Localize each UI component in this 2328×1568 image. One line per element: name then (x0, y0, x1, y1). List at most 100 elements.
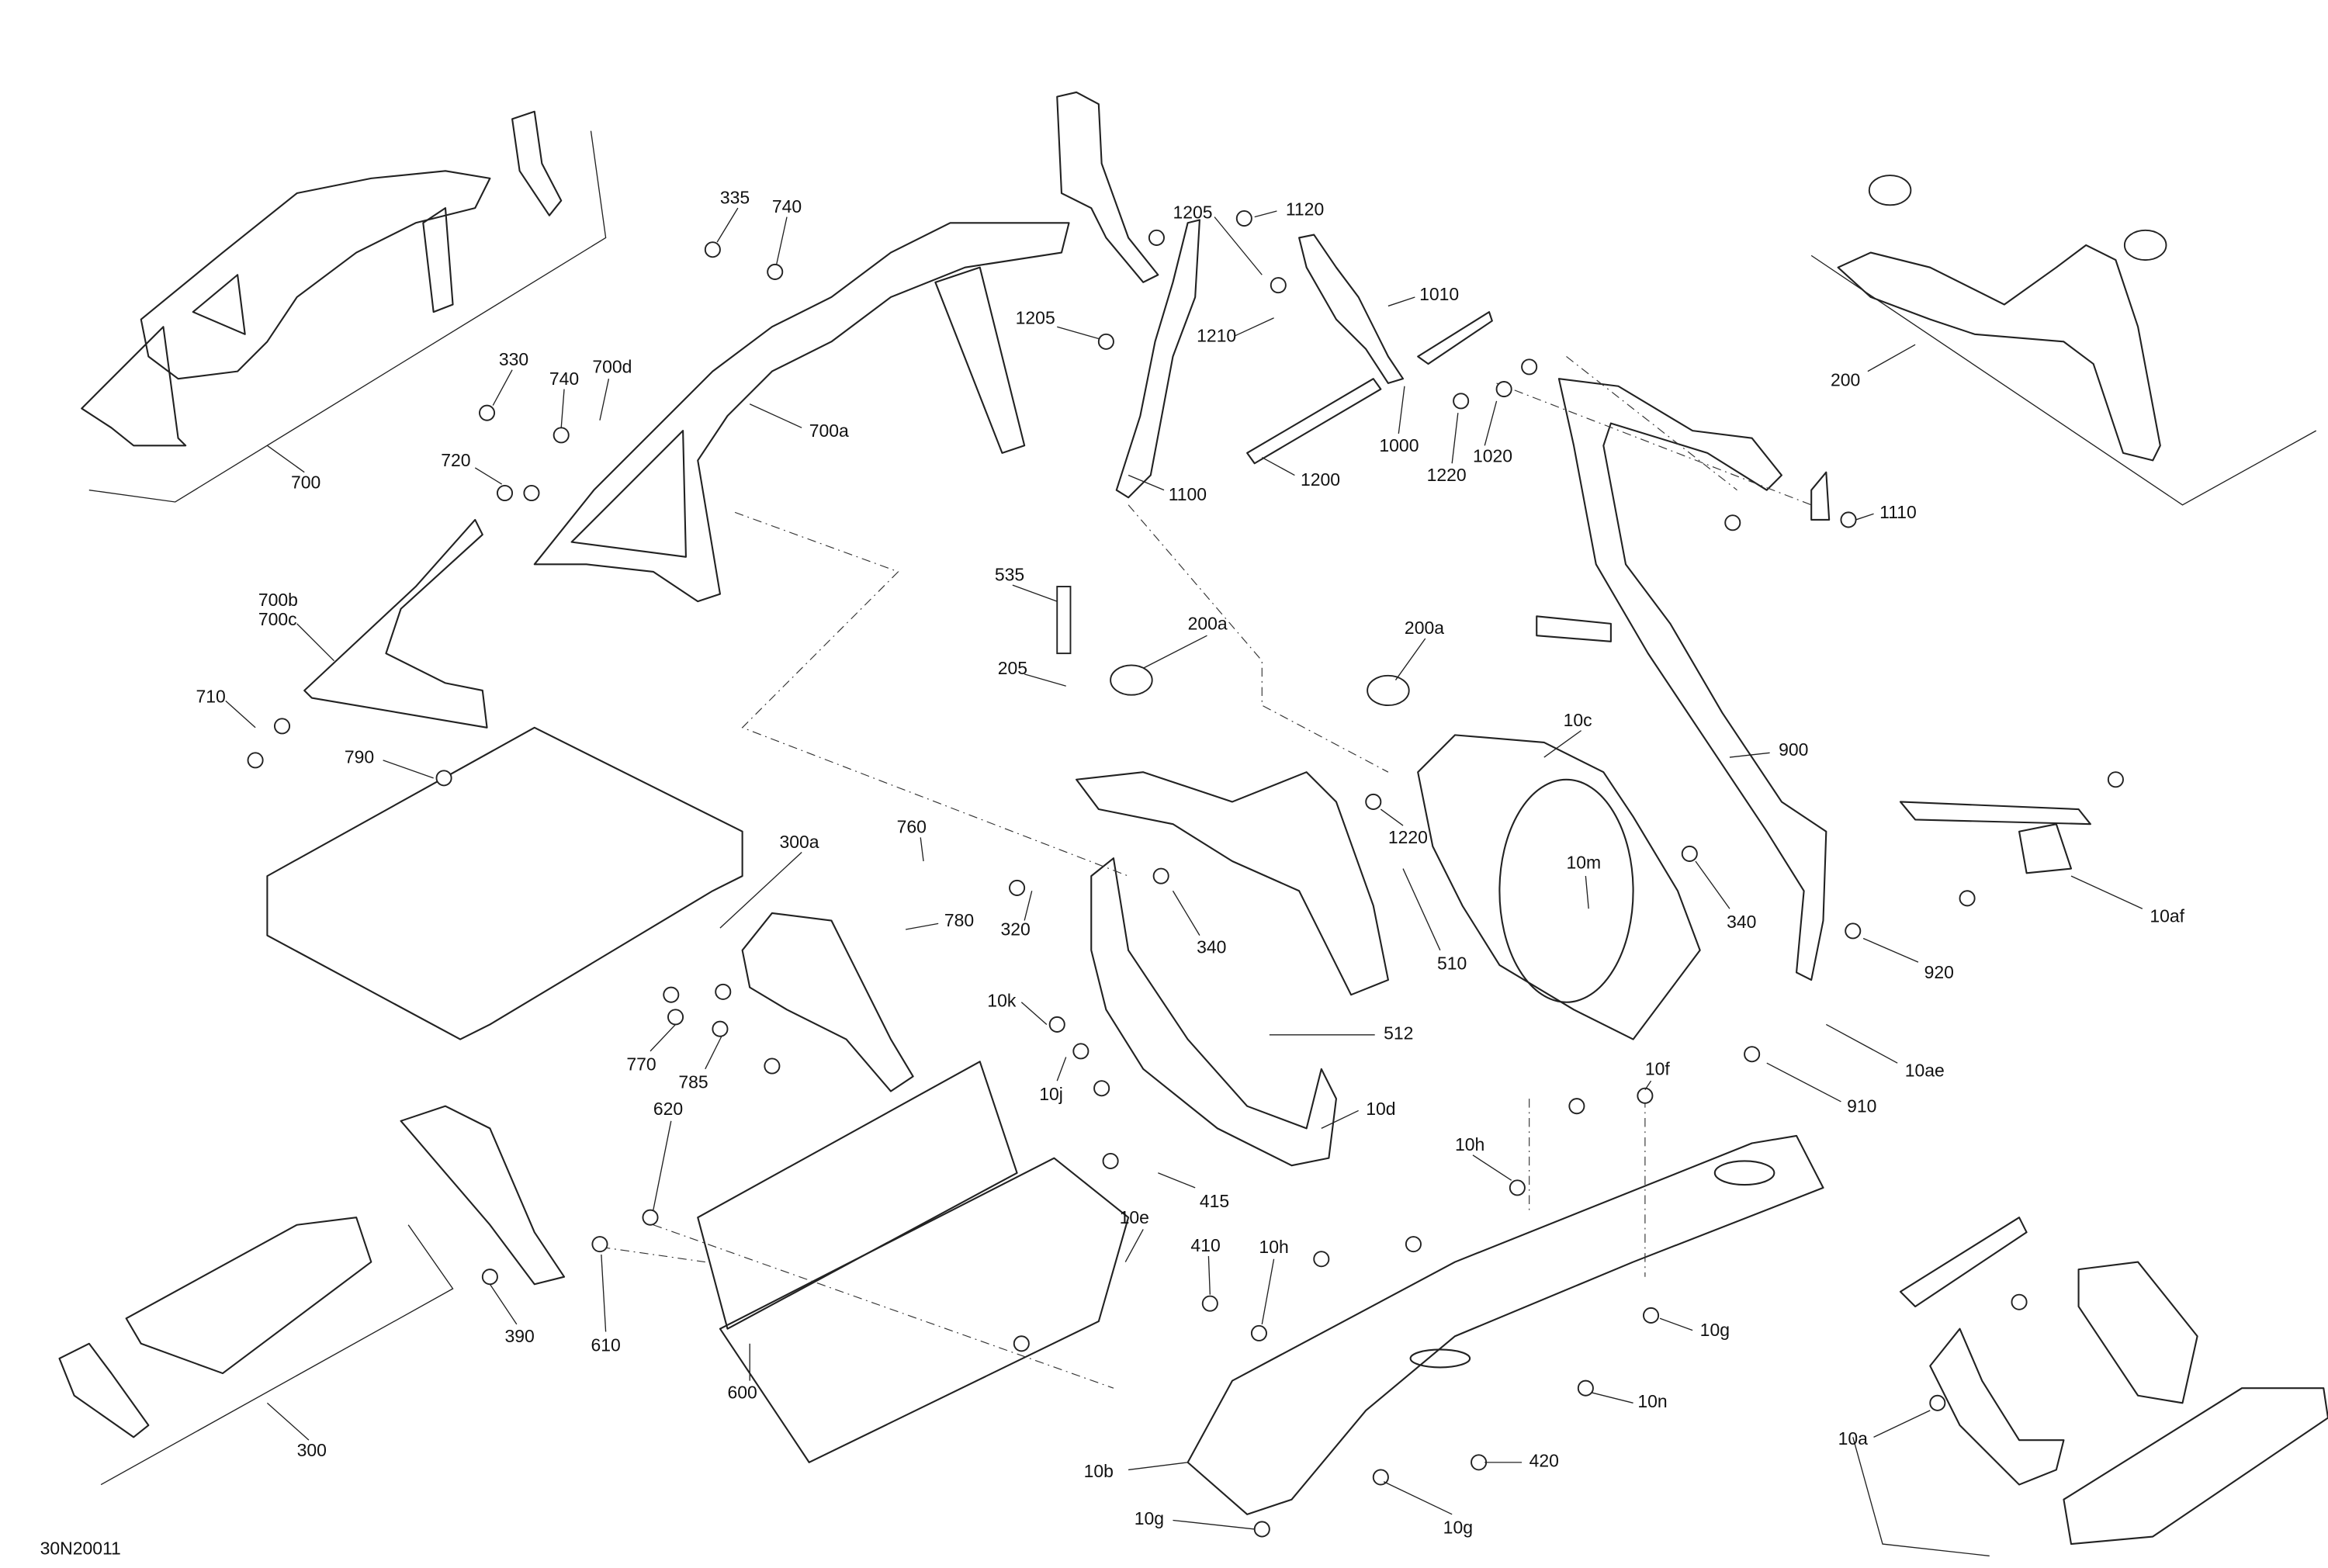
leader-line (719, 852, 802, 929)
part-700a-main-frame (303, 91, 1159, 729)
callout-label: 390 (505, 1326, 535, 1346)
leader-line (266, 445, 305, 473)
callout-label: 415 (1200, 1191, 1229, 1211)
leader-line (225, 700, 256, 729)
fastener (1253, 1521, 1270, 1538)
leader-line (1124, 1229, 1144, 1262)
leader-line (1024, 891, 1033, 921)
callout-label: 535 (995, 564, 1024, 584)
fastener (1681, 845, 1698, 862)
callout-label: 10h (1259, 1237, 1288, 1257)
fastener (1577, 1379, 1594, 1397)
callout-label: 10f (1645, 1059, 1671, 1079)
callout-label: 1110 (1879, 502, 1917, 522)
callout-label: 335 (720, 187, 750, 207)
callout-label: 10c (1564, 710, 1592, 730)
fastener (523, 484, 540, 502)
callout-label: 1205 (1016, 307, 1055, 327)
fastener (1152, 867, 1169, 884)
callout-label: 10m (1566, 853, 1601, 873)
callout-label: 610 (591, 1334, 620, 1355)
fastener (1313, 1251, 1330, 1268)
leader-line (1321, 1109, 1359, 1129)
callout-label: 205 (998, 658, 1027, 678)
leader-line (716, 207, 739, 243)
part-10a-inset (1899, 1217, 2328, 1546)
fastener (247, 752, 264, 769)
callout-label: 1100 (1169, 484, 1207, 504)
leader-line (1235, 317, 1274, 337)
fastener (715, 983, 732, 1000)
leader-line (599, 379, 610, 421)
leader-line (1207, 1255, 1211, 1295)
leader-line (1172, 890, 1200, 936)
leader-line (1142, 635, 1207, 669)
figure-id: 30N20011 (40, 1538, 121, 1558)
leader-line (383, 760, 434, 779)
part-10c-cradle (1417, 734, 1701, 1040)
callout-label: 1020 (1473, 445, 1512, 466)
leader-line (1867, 344, 1916, 372)
fastener (553, 427, 570, 444)
leader-line (1402, 868, 1441, 951)
fastener (1093, 1080, 1110, 1097)
part-700-side-frame (81, 110, 563, 447)
fastener (1495, 381, 1512, 398)
callout-label: 200a (1188, 614, 1228, 634)
callout-label: 300a (779, 832, 819, 852)
leader-line (1825, 1023, 1898, 1064)
leader-line (1057, 326, 1100, 340)
callout-label: 10h (1455, 1134, 1484, 1154)
callout-label: 1205 (1173, 202, 1212, 223)
callout-label: 10af (2150, 905, 2184, 926)
part-600-panels (697, 1061, 1130, 1463)
leader-line (266, 1402, 310, 1441)
fastener (1250, 1324, 1267, 1341)
callout-label: 10d (1366, 1099, 1395, 1119)
callout-label: 512 (1384, 1023, 1413, 1044)
leader-line (1383, 1481, 1453, 1515)
fastener (1929, 1394, 1946, 1411)
callout-label: 300 (297, 1440, 327, 1460)
callout-label: 420 (1529, 1451, 1559, 1471)
part-200a-mounts (1056, 586, 1410, 707)
part-1100-arm (1115, 219, 1200, 499)
fastener (767, 263, 784, 280)
leader-line (1585, 876, 1589, 909)
fastener (1405, 1236, 1422, 1253)
part-10b-skid-plate (1187, 1134, 1824, 1515)
leader-line (1261, 1258, 1275, 1325)
leader-line (1158, 1172, 1196, 1189)
leader-line (1766, 1062, 1841, 1102)
fastener (1097, 333, 1114, 350)
leader-line (1659, 1317, 1693, 1331)
fastener (1270, 277, 1287, 294)
part-10d-cradle (1076, 771, 1389, 1167)
part-1200-link (1246, 378, 1382, 465)
leader-line (650, 1023, 677, 1052)
callout-label: 410 (1190, 1235, 1220, 1255)
leader-line (1261, 456, 1295, 476)
fastener (663, 986, 680, 1003)
fastener (642, 1209, 659, 1226)
callout-label: 1120 (1286, 199, 1324, 220)
fastener (496, 484, 514, 502)
assembly-lines (601, 356, 1812, 1389)
callout-label: 600 (727, 1383, 757, 1403)
callout-label: 320 (1001, 919, 1031, 940)
callout-label: 770 (626, 1054, 656, 1075)
part-300a-bracket (741, 912, 914, 1092)
fastener (1840, 511, 1857, 528)
callout-label: 10j (1039, 1084, 1063, 1104)
leader-line (905, 922, 939, 930)
callout-label: 720 (441, 450, 470, 470)
part-200-bracket (1837, 175, 2167, 462)
leader-line (1128, 1462, 1188, 1471)
leader-line (705, 1036, 722, 1070)
fastener (1235, 210, 1252, 227)
fastener (479, 404, 496, 421)
fastener (1102, 1152, 1119, 1169)
fastener (2107, 771, 2124, 788)
callout-label: 1220 (1427, 465, 1467, 485)
